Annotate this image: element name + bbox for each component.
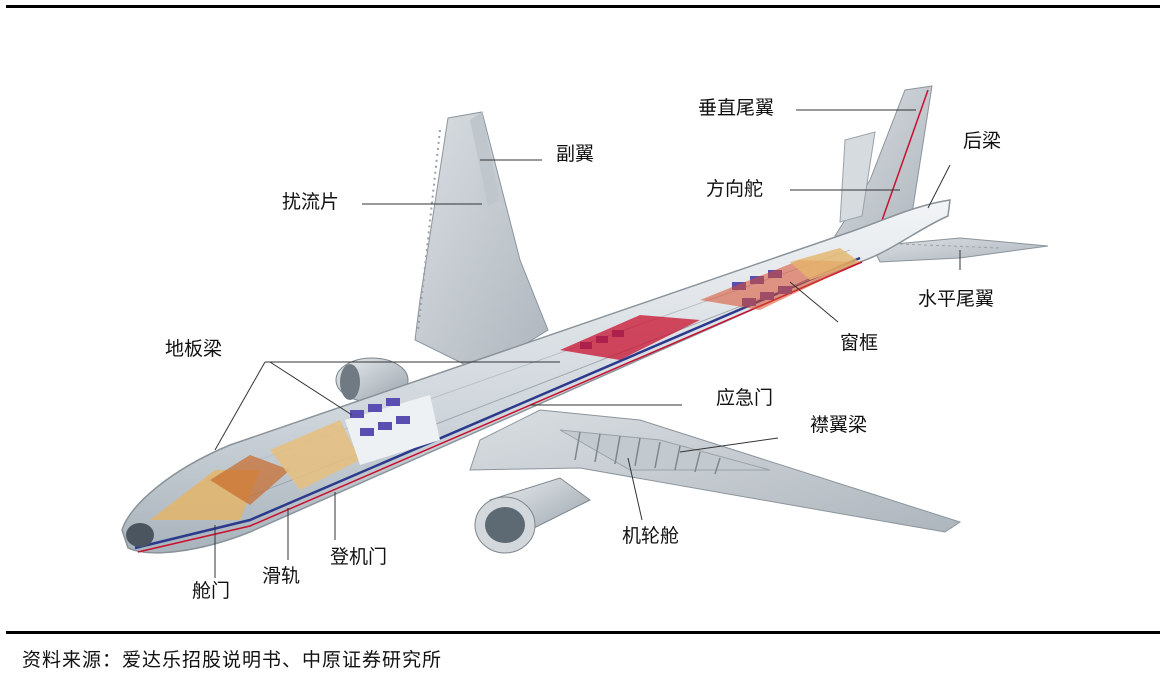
bottom-rule [6, 631, 1160, 634]
source-note: 资料来源：爱达乐招股说明书、中原证券研究所 [22, 649, 443, 671]
upper-wing [414, 111, 549, 373]
label-aileron: 副翼 [556, 143, 595, 165]
label-wheel-well: 机轮舱 [622, 525, 680, 547]
label-rudder: 方向舵 [706, 178, 764, 200]
label-hatch: 舱门 [192, 580, 231, 602]
label-vertical-stabilizer: 垂直尾翼 [698, 97, 775, 119]
label-boarding-door: 登机门 [330, 546, 388, 568]
label-horizontal-stabilizer: 水平尾翼 [918, 288, 995, 310]
top-rule [6, 5, 1160, 8]
cabin-interior [150, 248, 860, 520]
label-emergency-exit: 应急门 [716, 387, 774, 409]
label-slide-rail: 滑轨 [262, 565, 301, 587]
leader-lines [214, 109, 961, 578]
lower-engine [474, 477, 591, 554]
label-floor-beam: 地板梁 [165, 338, 223, 360]
label-spoiler: 扰流片 [282, 191, 340, 213]
lower-wing [469, 409, 962, 533]
label-flap-beam: 襟翼梁 [810, 414, 868, 436]
label-window-frame: 窗框 [840, 332, 879, 354]
label-rear-spar: 后梁 [963, 130, 1002, 152]
